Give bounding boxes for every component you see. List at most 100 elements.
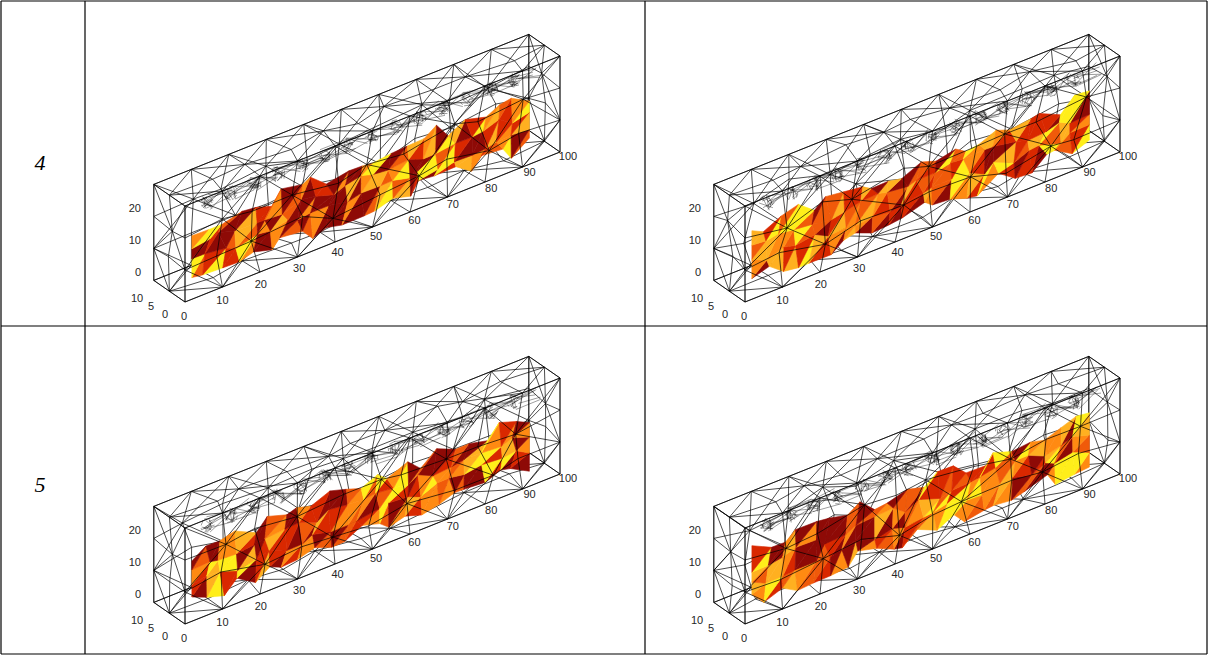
- element-triangle: [329, 489, 347, 509]
- element-triangle: [265, 515, 287, 539]
- element-triangle: [763, 216, 781, 241]
- axis-tick-label: 30: [853, 263, 865, 274]
- table-rule: [1, 0, 1207, 1]
- element-triangle: [218, 531, 236, 560]
- element-triangle: [871, 181, 888, 193]
- element-triangle: [875, 503, 887, 516]
- refined-mesh: [760, 387, 1101, 552]
- element-triangle: [265, 515, 287, 539]
- element-triangle: [752, 582, 766, 595]
- element-triangle: [361, 174, 373, 193]
- axis-tick-label: 90: [523, 489, 535, 500]
- axis-tick-label: 50: [930, 553, 942, 564]
- element-triangle: [387, 462, 408, 488]
- element-triangle: [192, 546, 206, 570]
- element-band: [752, 413, 1090, 603]
- element-triangle: [1073, 435, 1090, 453]
- axis-tick-label: 60: [968, 537, 980, 548]
- axis-tick-label: 20: [689, 203, 701, 214]
- axis-tick-label: 100: [1119, 473, 1137, 484]
- axis-tick-label: 0: [162, 631, 168, 642]
- axis-tick-label: 10: [689, 235, 701, 246]
- element-triangle: [481, 423, 501, 454]
- element-triangle: [280, 220, 298, 238]
- mesh-wireframe: [185, 56, 560, 302]
- axis-tick-label: 0: [695, 267, 701, 278]
- table-rule: [644, 1, 645, 654]
- element-triangle: [418, 475, 433, 497]
- element-triangle: [481, 423, 499, 454]
- table-rule: [1, 325, 1207, 326]
- axis-tick-label: 0: [135, 589, 141, 600]
- mesh-wireframe: [154, 34, 560, 302]
- axis-tick-label: 0: [741, 311, 747, 322]
- axis-tick-label: 60: [968, 215, 980, 226]
- axis-tick-label: 20: [255, 279, 267, 290]
- row-number: 5: [35, 474, 46, 496]
- element-triangle: [254, 231, 273, 252]
- axis-tick-label: 40: [331, 569, 343, 580]
- element-triangle: [407, 139, 424, 160]
- axis-tick-label: 30: [293, 263, 305, 274]
- element-triangle: [265, 189, 283, 220]
- axis-tick-label: 0: [181, 311, 187, 322]
- axis-tick-label: 30: [293, 585, 305, 596]
- axis-tick-label: 10: [776, 617, 788, 628]
- axis-tick-label: 20: [255, 601, 267, 612]
- axis-tick-label: 80: [485, 505, 497, 516]
- axis-tick-label: 70: [1007, 521, 1019, 532]
- axis-tick-label: 50: [370, 231, 382, 242]
- element-triangle: [254, 231, 271, 252]
- element-triangle: [510, 451, 529, 469]
- axis-tick-label: 50: [370, 553, 382, 564]
- mesh-plot: [154, 356, 560, 624]
- table-rule: [1206, 1, 1207, 654]
- element-triangle: [984, 147, 993, 175]
- axis-tick-label: 0: [162, 309, 168, 320]
- row-number: 4: [35, 152, 46, 174]
- element-triangle: [389, 485, 409, 503]
- axis-tick-label: 70: [447, 199, 459, 210]
- axis-tick-label: 30: [853, 585, 865, 596]
- axis-tick-label: 20: [129, 203, 141, 214]
- refined-mesh: [201, 388, 541, 554]
- element-triangle: [1059, 122, 1069, 143]
- element-triangle: [1073, 435, 1090, 452]
- axis-tick-label: 10: [131, 615, 143, 626]
- element-triangle: [993, 162, 1013, 173]
- axis-tick-label: 10: [131, 293, 143, 304]
- axis-tick-label: 90: [523, 167, 535, 178]
- mesh-plot: [714, 34, 1120, 302]
- mesh-wireframe: [714, 34, 1120, 302]
- element-triangle: [873, 192, 888, 216]
- axis-tick-label: 100: [1119, 151, 1137, 162]
- axis-tick-label: 80: [1045, 183, 1057, 194]
- element-triangle: [967, 477, 982, 500]
- axis-tick-label: 0: [741, 633, 747, 644]
- element-triangle: [824, 515, 847, 544]
- axis-tick-label: 100: [559, 473, 577, 484]
- axis-tick-label: 70: [1007, 199, 1019, 210]
- axis-tick-label: 10: [691, 293, 703, 304]
- element-band: [192, 98, 530, 277]
- element-triangle: [265, 189, 282, 220]
- element-triangle: [192, 230, 209, 249]
- axis-tick-label: 100: [559, 151, 577, 162]
- element-triangle: [207, 560, 218, 575]
- axis-tick-label: 10: [691, 615, 703, 626]
- table-rule: [84, 1, 85, 654]
- axis-tick-label: 0: [181, 633, 187, 644]
- axis-tick-label: 40: [331, 247, 343, 258]
- element-triangle: [1046, 463, 1055, 475]
- element-triangle: [1014, 140, 1029, 162]
- axis-tick-label: 40: [891, 247, 903, 258]
- element-triangle: [1014, 140, 1028, 162]
- axis-tick-label: 50: [930, 231, 942, 242]
- table-rule: [0, 1, 1, 654]
- axis-tick-label: 10: [216, 617, 228, 628]
- axis-tick-label: 10: [216, 295, 228, 306]
- axis-tick-label: 70: [447, 521, 459, 532]
